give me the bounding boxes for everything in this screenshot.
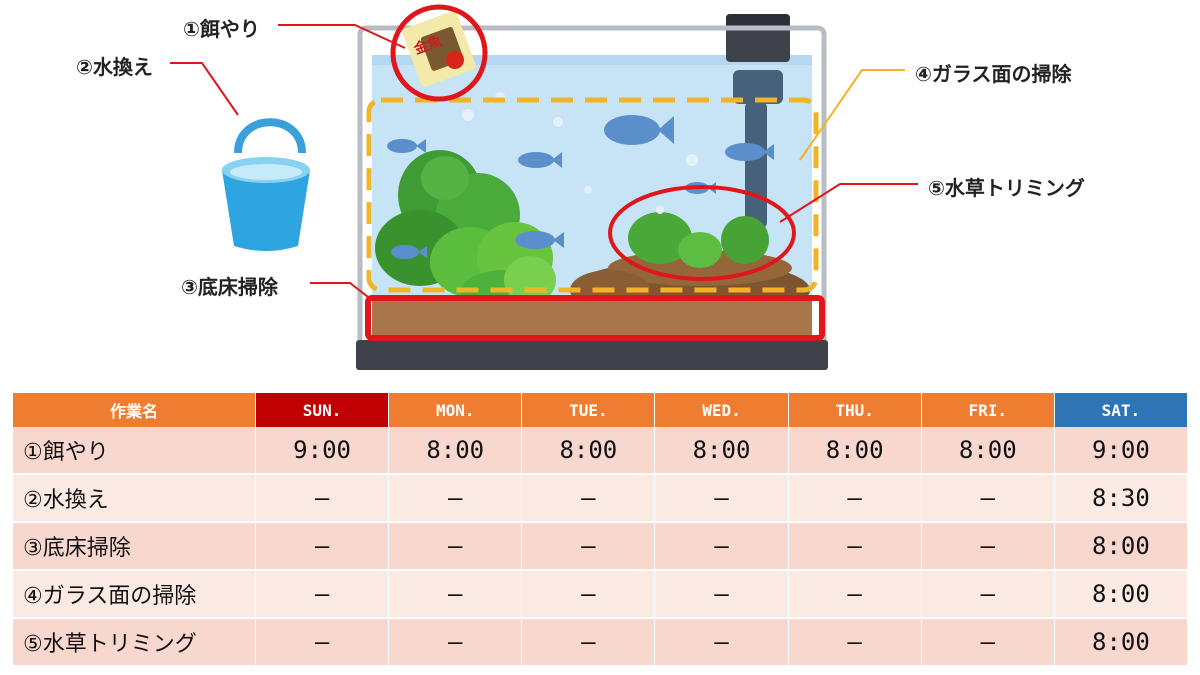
header-wed: WED. <box>655 393 788 427</box>
table-cell: 8:00 <box>1054 617 1187 665</box>
header-fri: FRI. <box>921 393 1054 427</box>
task-name-cell: ①餌やり <box>13 427 255 473</box>
table-cell: – <box>655 617 788 665</box>
substrate-highlight <box>365 295 825 341</box>
table-cell: 9:00 <box>256 427 389 473</box>
table-cell: – <box>256 521 389 569</box>
table-cell: – <box>788 569 921 617</box>
table-cell: – <box>655 521 788 569</box>
table-cell: – <box>522 617 655 665</box>
callout-lines <box>170 24 918 301</box>
table-cell: – <box>921 569 1054 617</box>
header-thu: THU. <box>788 393 921 427</box>
header-sat: SAT. <box>1054 393 1187 427</box>
table-cell: 8:00 <box>655 427 788 473</box>
task-name-cell: ④ガラス面の掃除 <box>13 569 255 617</box>
table-cell: – <box>655 473 788 521</box>
table-cell: – <box>788 617 921 665</box>
table-cell: 8:00 <box>522 427 655 473</box>
callout-water-change: ②水換え <box>76 55 153 79</box>
table-cell: – <box>921 617 1054 665</box>
table-cell: – <box>788 521 921 569</box>
table-row: ⑤水草トリミング – – – – – – 8:00 <box>13 617 1187 665</box>
table-cell: 8:30 <box>1054 473 1187 521</box>
table-cell: 8:00 <box>1054 569 1187 617</box>
header-mon: MON. <box>389 393 522 427</box>
table-cell: – <box>256 473 389 521</box>
table-row: ①餌やり 9:00 8:00 8:00 8:00 8:00 8:00 9:00 <box>13 427 1187 473</box>
task-name-cell: ③底床掃除 <box>13 521 255 569</box>
header-tue: TUE. <box>522 393 655 427</box>
table-row: ③底床掃除 – – – – – – 8:00 <box>13 521 1187 569</box>
table-row: ④ガラス面の掃除 – – – – – – 8:00 <box>13 569 1187 617</box>
table-cell: 9:00 <box>1054 427 1187 473</box>
glass-area-highlight <box>366 97 819 293</box>
table-cell: – <box>522 521 655 569</box>
table-cell: – <box>921 473 1054 521</box>
table-header-row: 作業名 SUN. MON. TUE. WED. THU. FRI. SAT. <box>13 393 1187 427</box>
table-cell: – <box>389 473 522 521</box>
aquarium-stand <box>356 340 828 370</box>
table-cell: – <box>256 569 389 617</box>
table-cell: 8:00 <box>921 427 1054 473</box>
table-cell: – <box>655 569 788 617</box>
table-cell: – <box>256 617 389 665</box>
header-task-name: 作業名 <box>13 393 255 427</box>
task-name-cell: ②水換え <box>13 473 255 521</box>
table-cell: – <box>389 569 522 617</box>
table-cell: – <box>522 569 655 617</box>
bucket-icon <box>222 118 310 251</box>
table-cell: 8:00 <box>1054 521 1187 569</box>
callout-trimming: ⑤水草トリミング <box>928 176 1085 200</box>
table-cell: 8:00 <box>788 427 921 473</box>
substrate <box>372 300 812 338</box>
table-cell: 8:00 <box>389 427 522 473</box>
callout-glass: ④ガラス面の掃除 <box>915 62 1072 86</box>
table-cell: – <box>921 521 1054 569</box>
water-surface-band <box>372 55 812 65</box>
callout-gravel: ③底床掃除 <box>181 275 278 299</box>
task-name-cell: ⑤水草トリミング <box>13 617 255 665</box>
table-row: ②水換え – – – – – – 8:30 <box>13 473 1187 521</box>
fish-icon <box>387 115 774 259</box>
header-sun: SUN. <box>256 393 389 427</box>
fish-food-icon: 金魚 <box>402 11 476 87</box>
aquarium-illustration: 金魚 <box>170 4 918 370</box>
table-cell: – <box>788 473 921 521</box>
maintenance-schedule-table: 作業名 SUN. MON. TUE. WED. THU. FRI. SAT. ①… <box>12 393 1188 665</box>
table-cell: – <box>389 617 522 665</box>
plant-trimming-highlight <box>608 185 796 281</box>
food-highlight <box>390 4 488 102</box>
table-cell: – <box>389 521 522 569</box>
table-cell: – <box>522 473 655 521</box>
callout-feeding: ①餌やり <box>183 17 260 41</box>
right-plant-icon <box>628 212 769 268</box>
